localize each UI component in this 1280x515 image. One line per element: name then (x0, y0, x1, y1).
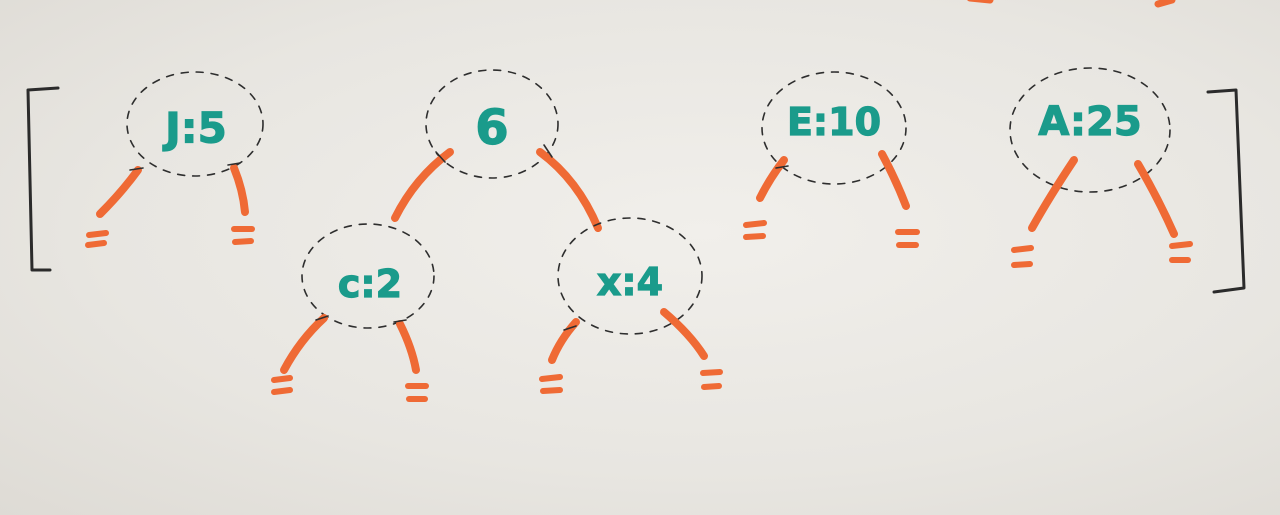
right-edge (396, 320, 420, 374)
node-outline (301, 223, 435, 329)
tree-e10: E:10 (743, 71, 920, 248)
nil-marker (405, 383, 429, 402)
right-edge (230, 164, 249, 216)
node-label-e10: E:10 (787, 100, 881, 144)
nil-marker (1011, 245, 1034, 268)
right-edge (1134, 160, 1178, 238)
node-label-a25: A:25 (1038, 99, 1141, 145)
left-edge (280, 314, 328, 374)
node-outline (126, 71, 264, 177)
node-label-j5: J:5 (162, 104, 227, 153)
edge-tick (435, 151, 446, 163)
left-edge (391, 148, 454, 222)
node-label-c2: c:2 (338, 262, 402, 306)
tree-a25: A:25 (1009, 67, 1193, 268)
left-edge (548, 318, 580, 364)
nil-marker (271, 375, 293, 395)
edge-tick (563, 325, 577, 331)
node-outline (557, 217, 703, 335)
stray-marker-stroke (1154, 0, 1176, 8)
left-edge (756, 156, 788, 202)
right-bracket (1206, 88, 1246, 294)
node-x4: x:4 (539, 217, 723, 394)
nil-marker (743, 220, 767, 240)
tree-6: 6 c:2 (271, 69, 723, 402)
tree-j5: J:5 (85, 71, 264, 248)
node-outline (1009, 67, 1171, 193)
left-edge (96, 166, 142, 218)
nil-marker (539, 374, 563, 394)
right-edge (878, 150, 910, 210)
edge-tick (775, 165, 789, 169)
node-c2: c:2 (271, 223, 435, 402)
left-edge (1028, 156, 1078, 232)
node-label-x4: x:4 (597, 260, 663, 304)
right-edge (536, 148, 602, 232)
nil-marker (1169, 241, 1193, 263)
nil-marker (85, 230, 109, 248)
edge-tick (543, 144, 553, 158)
edge-tick (129, 167, 144, 171)
node-label-6: 6 (475, 100, 508, 156)
edge-tick (315, 315, 329, 321)
nil-marker (700, 369, 723, 390)
node-outline (761, 71, 907, 185)
right-edge (660, 308, 708, 360)
node-outline (425, 69, 559, 179)
edge-tick (393, 319, 407, 323)
edge-tick (227, 162, 241, 166)
nil-marker (231, 226, 255, 245)
left-bracket (26, 86, 60, 272)
nil-marker (895, 229, 920, 248)
